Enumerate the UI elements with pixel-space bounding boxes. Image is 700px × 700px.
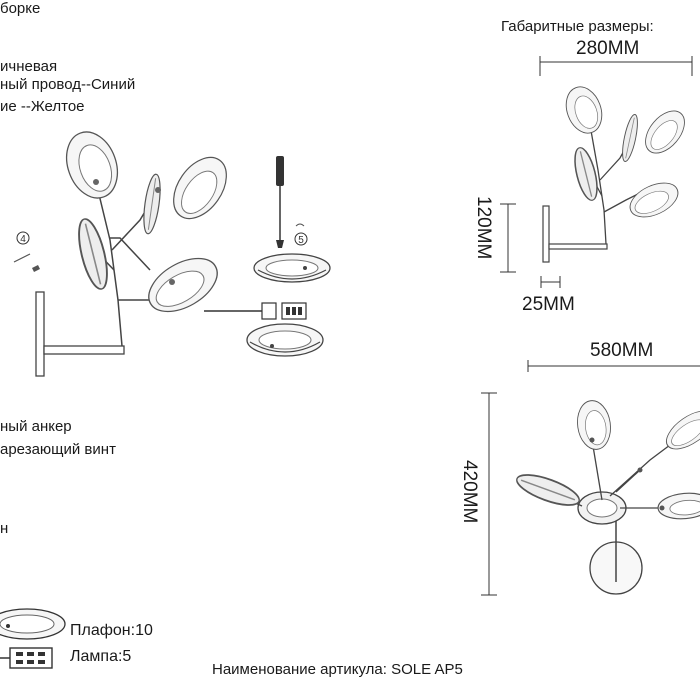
note-line-6: арезающий винт xyxy=(0,441,116,458)
dim-width-front: 580MM xyxy=(590,340,654,361)
side-view-dimensioned xyxy=(500,56,693,288)
lamp-count: Лампа:5 xyxy=(70,648,132,665)
front-view-dimensioned xyxy=(481,360,700,596)
note-line-1: борке xyxy=(0,0,41,17)
main-lamp-side-view xyxy=(35,124,238,377)
note-line-3: ный провод--Синий xyxy=(0,76,136,93)
dim-width-side: 280MM xyxy=(576,38,640,59)
note-line-7: н xyxy=(0,520,9,537)
note-line-5: ный анкер xyxy=(0,418,72,435)
dim-depth-side: 25MM xyxy=(522,294,575,315)
connector-wire xyxy=(204,302,307,320)
exploded-shade-upper xyxy=(253,253,331,283)
shade-part-icon xyxy=(0,608,66,640)
anchor-marker-number: 4 xyxy=(20,234,26,245)
anchor-callout: 4 xyxy=(13,231,40,272)
article-name: Наименование артикула: SOLE AP5 xyxy=(212,661,463,678)
screwdriver-assembly: 5 xyxy=(276,156,308,248)
note-line-4: ие --Желтое xyxy=(0,98,85,115)
screw-marker-number: 5 xyxy=(298,235,304,246)
shade-count: Плафон:10 xyxy=(70,622,153,639)
note-line-2: ичневая xyxy=(0,58,58,75)
lamp-part-icon xyxy=(0,647,53,669)
exploded-shade-lower xyxy=(246,323,324,357)
dimensions-header: Габаритные размеры: xyxy=(501,18,654,35)
